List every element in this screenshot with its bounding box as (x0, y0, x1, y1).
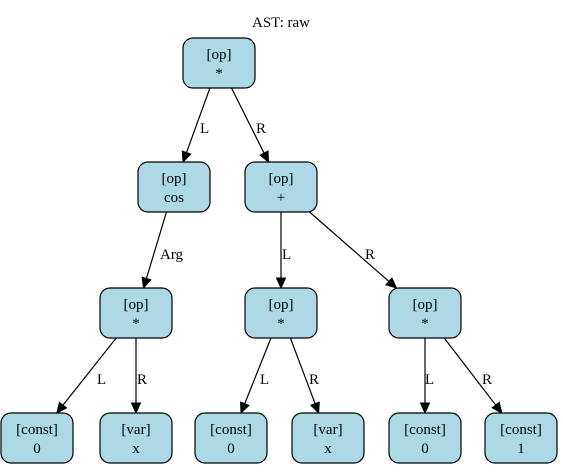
node-value: x (132, 441, 140, 457)
ast-node-n4: [op] * (244, 287, 318, 339)
node-kind: [const] (404, 422, 446, 438)
node-kind: [op] (124, 297, 149, 313)
node-box (388, 412, 462, 464)
node-kind: [op] (413, 297, 438, 313)
ast-node-n5: [op] * (388, 287, 462, 339)
edge-label: R (365, 247, 375, 263)
node-kind: [var] (313, 422, 342, 438)
node-box (194, 412, 268, 464)
ast-node-n2: [op] + (244, 161, 318, 213)
edge-label: L (260, 372, 269, 388)
arrowhead-icon (240, 401, 250, 415)
arrowhead-icon (181, 150, 192, 164)
node-kind: [const] (500, 422, 542, 438)
node-box (99, 412, 173, 464)
diagram-title: AST: raw (252, 15, 310, 31)
edge-label: R (137, 372, 147, 388)
ast-node-n8: [const] 0 (194, 412, 268, 464)
node-kind: [op] (207, 47, 232, 63)
edge-line (289, 337, 316, 404)
edge-n5-n11: R (443, 337, 503, 414)
ast-node-n1: [op] cos (137, 161, 211, 213)
edge-label: Arg (160, 247, 184, 263)
node-kind: [var] (121, 422, 150, 438)
node-value: * (421, 316, 429, 332)
node-value: + (277, 190, 285, 206)
edge-n3-n6: L (56, 337, 117, 414)
arrowhead-icon (385, 277, 398, 289)
node-kind: [op] (269, 297, 294, 313)
node-value: * (132, 316, 140, 332)
ast-node-n11: [const] 1 (484, 412, 558, 464)
arrowhead-icon (491, 401, 503, 414)
edge-label: R (482, 372, 492, 388)
ast-node-n3: [op] * (99, 287, 173, 339)
edge-n3-n7: R (130, 338, 147, 415)
node-value: 0 (421, 441, 429, 457)
node-box (137, 161, 211, 213)
arrowhead-icon (259, 150, 270, 164)
arrowhead-icon (275, 277, 287, 290)
node-box (244, 161, 318, 213)
node-value: * (215, 66, 223, 82)
arrowhead-icon (56, 401, 68, 414)
node-box (291, 412, 365, 464)
edge-label: R (309, 372, 319, 388)
arrowhead-icon (419, 402, 431, 415)
edge-n4-n9: R (289, 337, 320, 415)
node-kind: [op] (269, 171, 294, 187)
edge-label: L (200, 121, 209, 137)
node-value: 1 (517, 441, 525, 457)
node-value: * (277, 316, 285, 332)
node-kind: [const] (16, 422, 58, 438)
edge-n2-n4: L (275, 212, 291, 290)
nodes-layer: [op] * [op] cos [op] + [op] * [op] * [op] * [const] 0… (0, 37, 558, 464)
ast-node-n6: [const] 0 (0, 412, 74, 464)
edge-label: L (97, 372, 106, 388)
edge-line (309, 211, 390, 282)
edge-line (62, 337, 117, 406)
edge-n2-n5: R (309, 211, 398, 289)
node-box (484, 412, 558, 464)
edge-n5-n10: L (419, 338, 434, 415)
edge-line (230, 87, 265, 154)
ast-node-n0: [op] * (182, 37, 256, 89)
node-kind: [const] (210, 422, 252, 438)
node-box (99, 287, 173, 339)
edge-line (244, 337, 272, 404)
node-kind: [op] (162, 171, 187, 187)
edge-n4-n8: L (240, 337, 272, 415)
ast-node-n9: [var] x (291, 412, 365, 464)
edge-label: L (282, 247, 291, 263)
node-box (244, 287, 318, 339)
ast-node-n10: [const] 0 (388, 412, 462, 464)
edge-line (443, 337, 497, 406)
edge-line (145, 211, 168, 279)
edge-n0-n1: L (181, 87, 211, 164)
edge-n0-n2: R (230, 87, 270, 164)
edge-label: L (425, 372, 434, 388)
edge-n1-n3: Arg (141, 211, 184, 290)
node-value: x (324, 441, 332, 457)
arrowhead-icon (130, 402, 142, 415)
arrowhead-icon (309, 401, 320, 415)
edge-line (185, 87, 211, 153)
node-box (182, 37, 256, 89)
arrowhead-icon (141, 276, 152, 290)
edge-label: R (256, 121, 266, 137)
node-value: 0 (33, 441, 41, 457)
node-value: 0 (227, 441, 235, 457)
ast-node-n7: [var] x (99, 412, 173, 464)
node-value: cos (164, 190, 184, 206)
node-box (0, 412, 74, 464)
node-box (388, 287, 462, 339)
